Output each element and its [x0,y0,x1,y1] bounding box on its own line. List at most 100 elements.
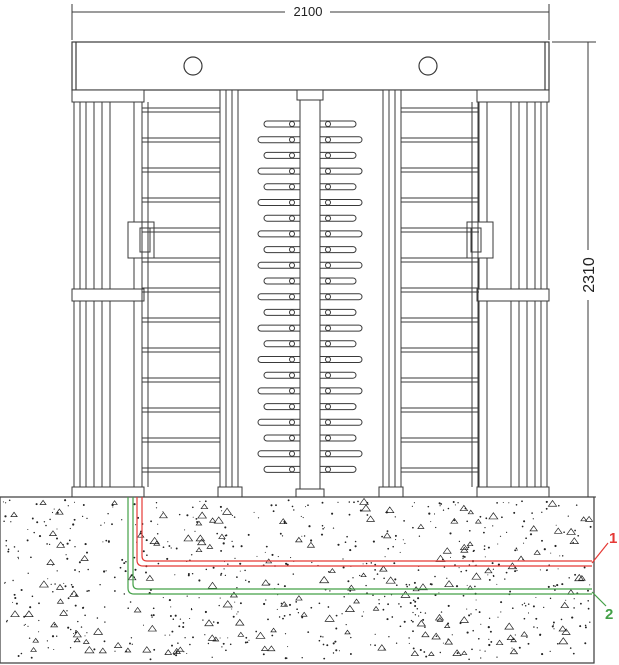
concrete-dot [353,501,355,504]
concrete-dot [435,635,438,637]
concrete-dot [454,504,456,506]
rotor-arm-right [320,418,363,426]
rotor-arm-left [257,261,300,269]
concrete-dot [451,634,453,636]
concrete-dot [574,529,576,532]
concrete-dot [205,568,208,571]
concrete-dot [74,546,76,548]
concrete-dot [68,539,71,542]
concrete-dot [475,609,477,611]
concrete-dot [66,610,68,612]
concrete-dot [162,546,165,549]
concrete-dot [378,603,380,605]
concrete-dot [112,506,114,508]
concrete-dot [348,501,351,503]
concrete-dot [202,619,204,621]
concrete-dot [84,635,86,637]
aggregate-stone [319,575,330,584]
concrete-dot [271,634,274,637]
concrete-dot [527,642,530,645]
concrete-dot [546,569,548,571]
concrete-dot [121,519,123,521]
inner-frame [217,89,404,498]
concrete-dot [567,515,569,517]
concrete-dot [171,630,174,633]
concrete-dot [272,510,275,513]
concrete-dot [23,615,26,618]
concrete-dot [231,540,233,543]
rotor-arm-right [320,387,363,395]
concrete-dot [484,650,486,652]
aggregate-stone [560,601,570,609]
concrete-dot [7,548,10,551]
aggregate-stone [38,580,49,588]
concrete-dot [123,562,126,565]
concrete-dot [12,601,14,603]
concrete-dot [113,576,116,579]
concrete-dot [151,616,153,618]
concrete-dot [543,548,546,551]
concrete-dot [234,557,236,559]
concrete-dot [408,584,411,586]
aggregate-stone [520,631,529,637]
concrete-dot [335,614,338,617]
rotor-arm-right [320,167,363,175]
concrete-dot [458,567,460,569]
concrete-dot [499,535,502,537]
rotor-arm-left [263,120,300,128]
concrete-dot [443,566,446,568]
concrete-dot [412,647,415,650]
concrete-dot [295,601,298,603]
concrete-dot [69,527,71,530]
central-rotor [295,89,325,498]
concrete-dot [51,635,55,638]
aggregate-stone [379,565,388,572]
concrete-dot [550,552,552,554]
concrete-dot [211,656,213,658]
concrete-dot [187,573,190,575]
rotor-arm-right [320,246,357,254]
concrete-dot [131,643,133,645]
concrete-dot [409,601,412,605]
concrete-dot [458,540,461,543]
concrete-dot [452,501,455,503]
concrete-dot [65,554,67,556]
concrete-dot [236,613,238,615]
concrete-dot [56,528,58,530]
width-dimension-label: 2100 [294,4,323,19]
rotor-arm-left [263,434,300,442]
concrete-dot [152,614,155,617]
concrete-dot [4,515,7,518]
concrete-dot [157,523,159,525]
aggregate-stone [533,549,541,555]
concrete-dot [174,614,177,617]
aggregate-stone [221,507,233,515]
concrete-dot [523,602,526,604]
concrete-dot [485,517,488,520]
concrete-dot [514,634,516,636]
rotor-arm-left [263,151,300,159]
concrete-dot [105,539,108,542]
concrete-dot [468,564,471,566]
concrete-dot [56,537,58,540]
concrete-dot [529,533,533,536]
concrete-dot [488,578,491,581]
concrete-dot [17,550,19,552]
rotor-arm-left [257,356,300,363]
concrete-dot [119,566,122,569]
concrete-dot [472,629,474,632]
arm-pivot [325,246,331,253]
concrete-dot [349,549,352,552]
concrete-dot [54,583,56,585]
aggregate-stone [206,543,214,549]
concrete-dot [175,547,178,550]
concrete-dot [462,557,464,560]
concrete-dot [234,601,236,603]
concrete-dot [561,555,564,557]
arm-pivot [289,168,295,175]
concrete-dot [270,504,273,507]
concrete-dot [342,558,344,560]
concrete-dot [453,519,456,522]
concrete-dot [372,594,374,597]
